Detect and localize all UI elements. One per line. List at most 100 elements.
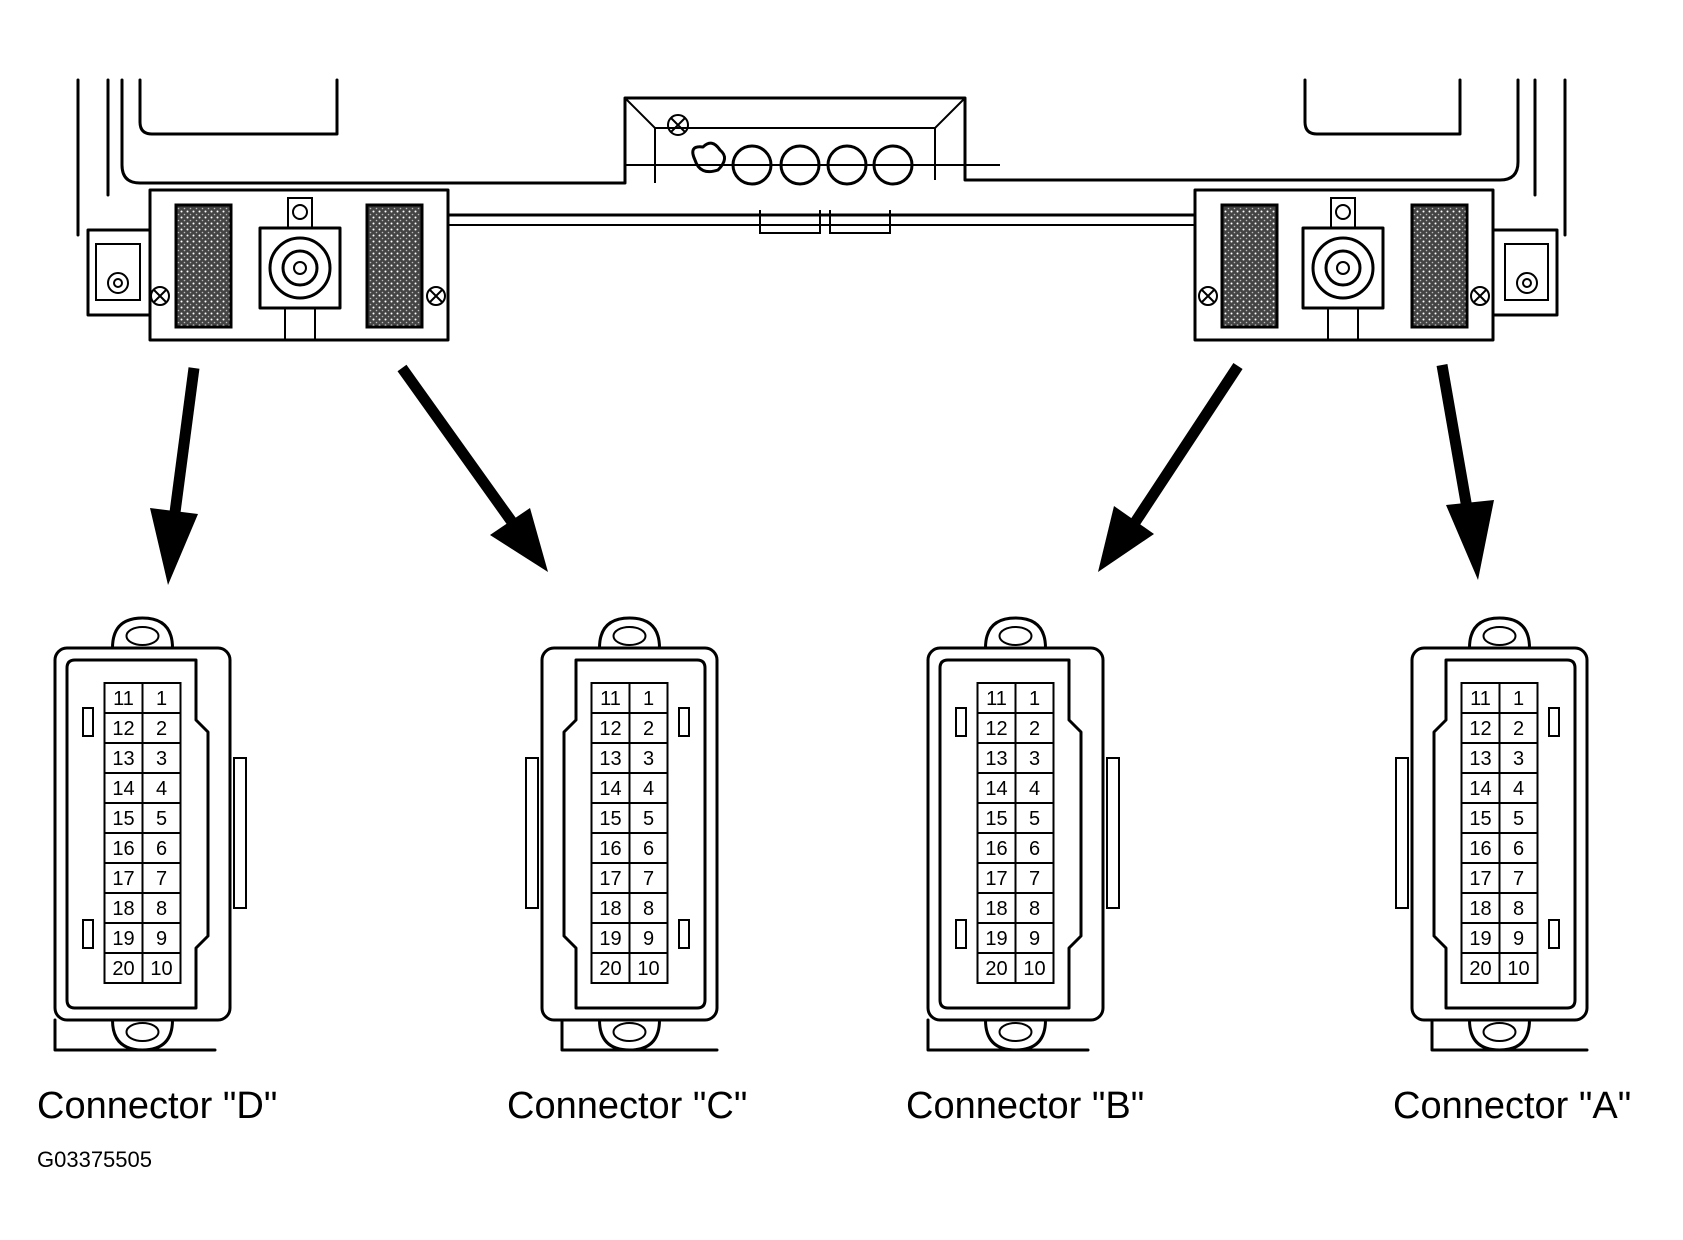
pin-number: 19 <box>985 928 1007 950</box>
pin-number: 14 <box>1469 778 1491 800</box>
pin-number: 9 <box>643 928 654 950</box>
pin-number: 1 <box>643 688 654 710</box>
pin-number: 19 <box>112 928 134 950</box>
pin-number: 5 <box>156 808 167 830</box>
pin-number: 1 <box>156 688 167 710</box>
pin-number: 8 <box>643 898 654 920</box>
pin-number: 11 <box>986 688 1007 710</box>
pin-number: 16 <box>599 838 621 860</box>
arrow-icon <box>1436 364 1494 580</box>
pin-number: 3 <box>1029 748 1040 770</box>
pin-number: 8 <box>1513 898 1524 920</box>
pin-number: 6 <box>643 838 654 860</box>
pin-number: 12 <box>112 718 134 740</box>
pin-number: 13 <box>112 748 134 770</box>
screw-icon <box>1470 286 1490 306</box>
pin-number: 14 <box>112 778 134 800</box>
pin-number: 2 <box>156 718 167 740</box>
pin-number: 6 <box>1513 838 1524 860</box>
pin-number: 17 <box>985 868 1007 890</box>
pin-number: 10 <box>637 958 659 980</box>
screw-icon <box>1198 286 1218 306</box>
pin-number: 17 <box>599 868 621 890</box>
pin-number: 3 <box>1513 748 1524 770</box>
pin-number: 11 <box>113 688 134 710</box>
arrow-icon <box>397 364 548 572</box>
arrow-icon <box>1098 362 1243 572</box>
arrow-icon <box>150 367 200 585</box>
connector-b-label: Connector "B" <box>906 1085 1145 1127</box>
pin-number: 20 <box>985 958 1007 980</box>
coax-jack-icon <box>258 197 342 340</box>
pin-number: 5 <box>1029 808 1040 830</box>
pin-number: 2 <box>643 718 654 740</box>
pin-number: 10 <box>1023 958 1045 980</box>
pin-number: 12 <box>985 718 1007 740</box>
pin-number: 16 <box>1469 838 1491 860</box>
pin-number: 4 <box>1513 778 1524 800</box>
pin-number: 2 <box>1029 718 1040 740</box>
pin-number: 4 <box>643 778 654 800</box>
pin-number: 15 <box>112 808 134 830</box>
screw-icon <box>150 286 170 306</box>
connector-c-socket <box>365 203 424 329</box>
pin-number: 5 <box>643 808 654 830</box>
screw-icon <box>426 286 446 306</box>
pin-number: 19 <box>599 928 621 950</box>
pin-number: 1 <box>1513 688 1524 710</box>
pin-number: 13 <box>985 748 1007 770</box>
screw-icon <box>667 114 689 136</box>
coax-jack-icon <box>1301 197 1385 340</box>
connector-d-socket <box>174 203 233 329</box>
figure-code: G03375505 <box>37 1147 152 1172</box>
pin-number: 9 <box>1513 928 1524 950</box>
pin-number: 7 <box>156 868 167 890</box>
connector-a-label: Connector "A" <box>1393 1085 1632 1127</box>
pin-number: 16 <box>985 838 1007 860</box>
pin-number: 17 <box>112 868 134 890</box>
pin-number: 11 <box>1470 688 1491 710</box>
connector-b-socket <box>1220 203 1279 329</box>
pin-number: 3 <box>643 748 654 770</box>
pin-number: 14 <box>985 778 1007 800</box>
connector-d-label: Connector "D" <box>37 1085 278 1127</box>
pin-number: 6 <box>1029 838 1040 860</box>
pin-number: 10 <box>1507 958 1529 980</box>
pin-number: 7 <box>1029 868 1040 890</box>
pin-number: 16 <box>112 838 134 860</box>
pin-number: 15 <box>1469 808 1491 830</box>
pin-number: 7 <box>643 868 654 890</box>
pin-number: 15 <box>599 808 621 830</box>
pin-number: 9 <box>156 928 167 950</box>
pin-number: 13 <box>1469 748 1491 770</box>
round-terminals <box>731 144 914 186</box>
pin-number: 13 <box>599 748 621 770</box>
pin-number: 9 <box>1029 928 1040 950</box>
control-module <box>76 78 1567 342</box>
connector-a-socket <box>1410 203 1469 329</box>
pin-number: 3 <box>156 748 167 770</box>
pin-number: 1 <box>1029 688 1040 710</box>
irregular-terminal <box>691 141 726 174</box>
pin-number: 8 <box>1029 898 1040 920</box>
pin-number: 20 <box>1469 958 1491 980</box>
pin-number: 12 <box>599 718 621 740</box>
pin-number: 18 <box>599 898 621 920</box>
pin-number: 5 <box>1513 808 1524 830</box>
connector-c-label: Connector "C" <box>507 1085 748 1127</box>
pin-number: 8 <box>156 898 167 920</box>
pin-number: 4 <box>156 778 167 800</box>
pin-number: 19 <box>1469 928 1491 950</box>
pin-number: 6 <box>156 838 167 860</box>
pin-number: 2 <box>1513 718 1524 740</box>
pin-number: 15 <box>985 808 1007 830</box>
pin-number: 20 <box>599 958 621 980</box>
pin-number: 18 <box>1469 898 1491 920</box>
pin-number: 4 <box>1029 778 1040 800</box>
pin-number: 10 <box>150 958 172 980</box>
